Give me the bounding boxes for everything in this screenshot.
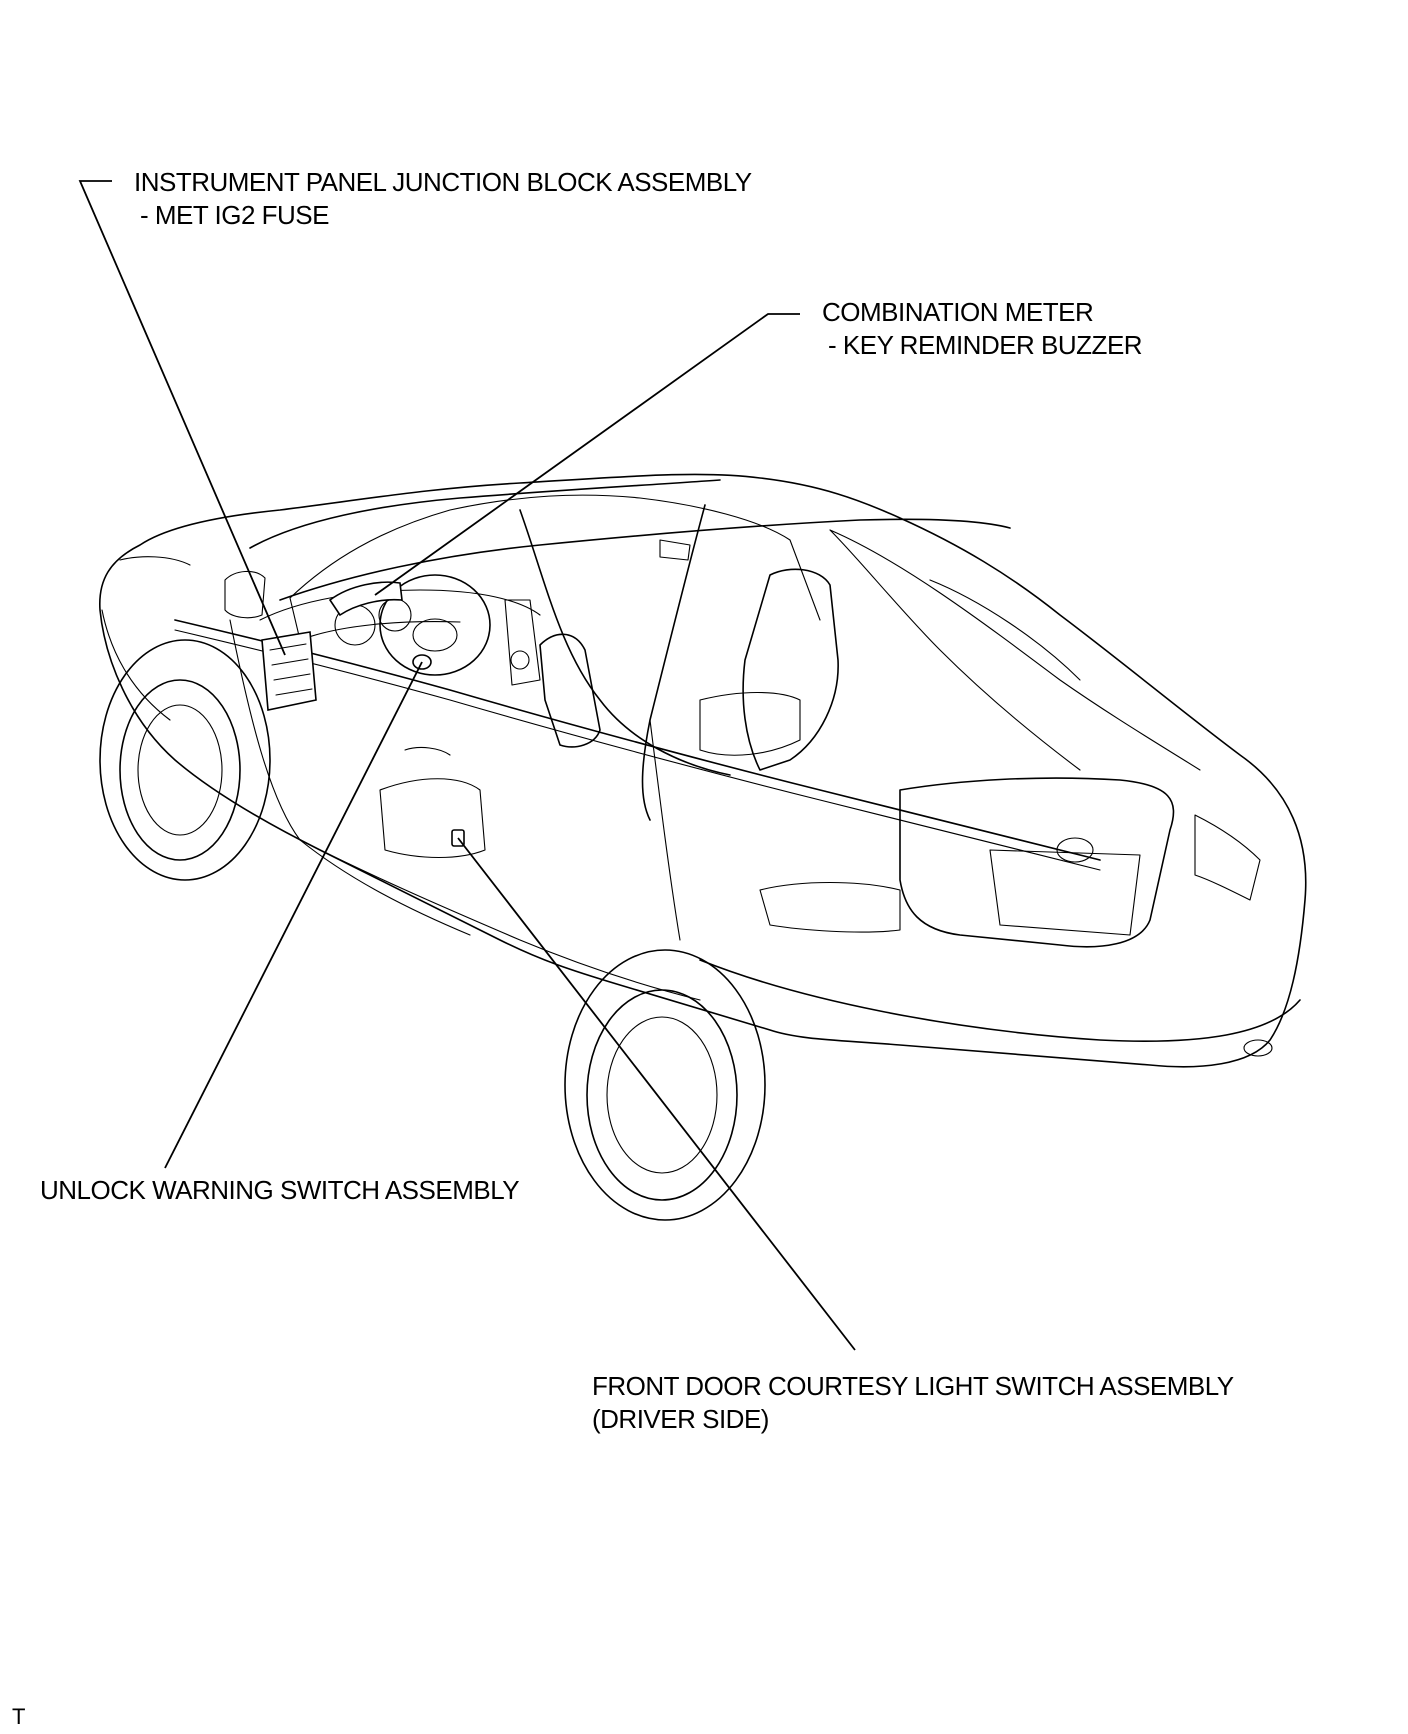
rear-emblem	[1056, 837, 1094, 863]
tail-light-right	[1194, 814, 1261, 901]
trunk-lid	[899, 777, 1175, 948]
center-stack	[504, 599, 541, 686]
exhaust-tip	[1243, 1039, 1273, 1057]
windshield	[289, 494, 821, 641]
side-mirror	[224, 570, 266, 619]
dashboard	[259, 589, 541, 641]
front-wheel	[119, 679, 241, 861]
b-pillar	[641, 504, 706, 821]
center-knob	[510, 650, 530, 670]
rear-wheel-arch	[564, 949, 766, 1221]
beltline-lower	[174, 629, 1101, 871]
rear-wheel-rim	[606, 1016, 718, 1174]
overhead-console	[659, 539, 691, 561]
callout-title: FRONT DOOR COURTESY LIGHT SWITCH ASSEMBL…	[592, 1371, 1234, 1401]
callout-front-door-courtesy-switch: FRONT DOOR COURTESY LIGHT SWITCH ASSEMBL…	[592, 1370, 1234, 1436]
front-wheel-rim	[137, 704, 223, 836]
roof-line	[249, 479, 1011, 601]
passenger-seat-cushion	[699, 692, 801, 756]
callout-title: UNLOCK WARNING SWITCH ASSEMBLY	[40, 1175, 520, 1205]
driver-seat	[539, 633, 601, 748]
callout-detail: - KEY REMINDER BUZZER	[828, 330, 1143, 360]
rear-seat	[379, 778, 486, 858]
body-silhouette	[99, 473, 1307, 1068]
passenger-seat	[742, 568, 839, 771]
rear-bumper	[699, 959, 1301, 1042]
callout-detail: - MET IG2 FUSE	[140, 200, 329, 230]
callout-instrument-panel-junction-block: INSTRUMENT PANEL JUNCTION BLOCK ASSEMBLY…	[134, 166, 752, 232]
front-wheel-arch	[99, 639, 271, 881]
leader-lines	[78, 180, 856, 1351]
wheels	[99, 639, 766, 1221]
leader-junction-block	[78, 180, 286, 656]
rear-window	[829, 529, 1201, 771]
tail-light-left	[759, 881, 901, 933]
rocker-panel	[299, 839, 701, 1001]
beltline	[174, 619, 1101, 861]
steering-hub	[412, 618, 458, 652]
combination-meter-part	[328, 581, 403, 617]
leader-combination-meter	[374, 313, 800, 596]
license-plate-recess	[989, 849, 1141, 936]
corner-mark: T	[12, 1704, 26, 1729]
door-handle	[404, 746, 451, 756]
a-pillar	[519, 509, 731, 776]
callout-title: INSTRUMENT PANEL JUNCTION BLOCK ASSEMBLY	[134, 167, 752, 197]
steering-wheel	[379, 574, 491, 676]
callout-combination-meter: COMBINATION METER - KEY REMINDER BUZZER	[822, 296, 1143, 362]
junction-block-part	[261, 631, 317, 711]
front-bumper	[101, 556, 191, 721]
leader-courtesy-switch	[457, 837, 856, 1351]
callout-unlock-warning-switch: UNLOCK WARNING SWITCH ASSEMBLY	[40, 1174, 520, 1207]
door-rear-edge	[649, 719, 681, 941]
interior	[259, 539, 1081, 858]
gauge-right	[378, 598, 412, 632]
junction-block-detail	[269, 643, 313, 696]
rear-shelf	[929, 579, 1081, 681]
rear-wheel	[586, 989, 738, 1201]
callout-title: COMBINATION METER	[822, 297, 1094, 327]
leader-unlock-warning-switch	[164, 661, 423, 1169]
car-body-outline	[99, 473, 1307, 1068]
callout-detail: (DRIVER SIDE)	[592, 1404, 769, 1434]
